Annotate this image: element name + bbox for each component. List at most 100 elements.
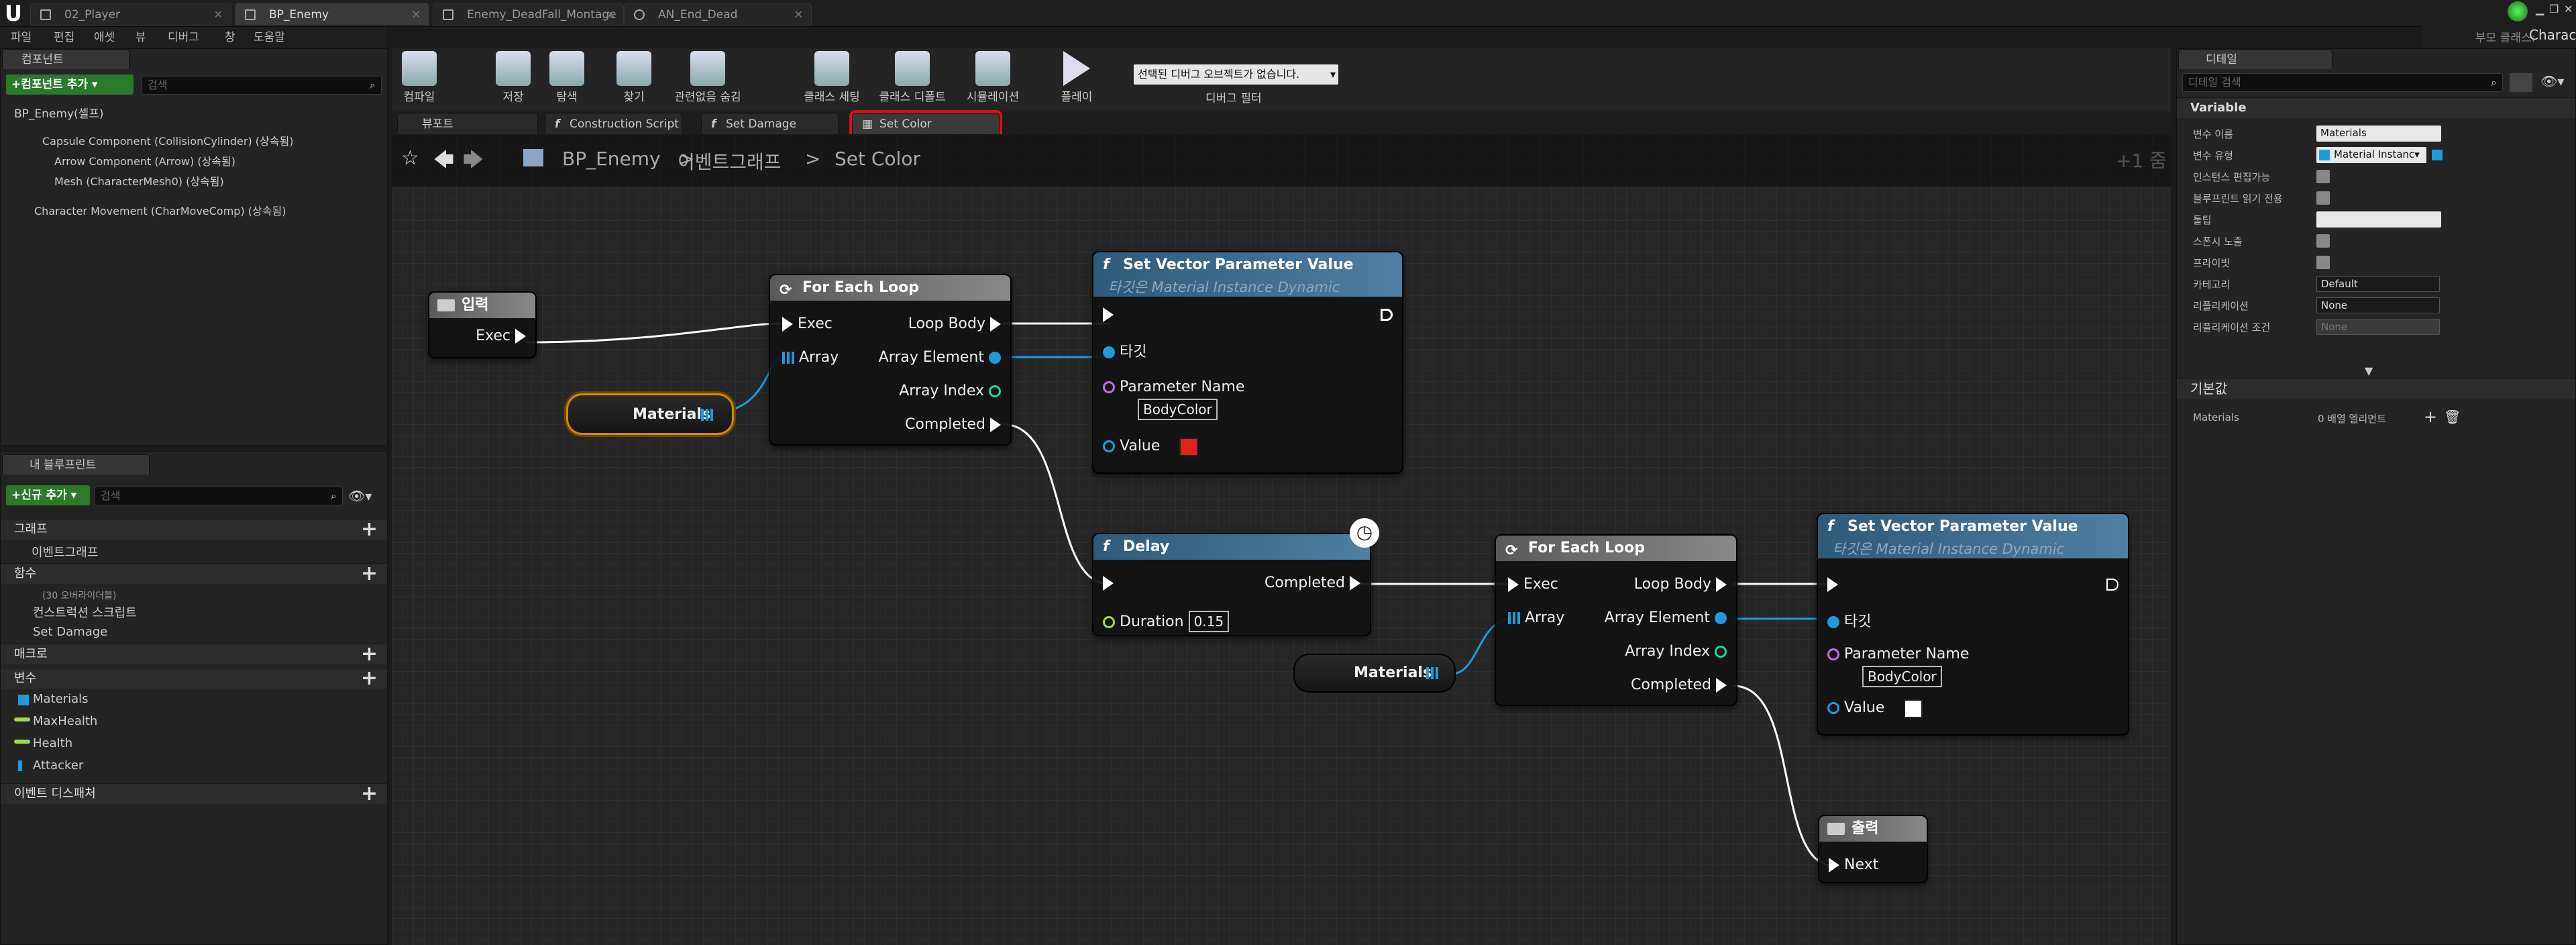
array-index-pin[interactable]: Array Index (1625, 643, 1727, 660)
add-element-icon[interactable]: + (2424, 407, 2438, 426)
add-component-button[interactable]: +컴포넌트 추가 ▾ (6, 74, 133, 95)
blueprint-search-input[interactable]: 검색⌕ (95, 487, 343, 505)
completed-pin[interactable]: Completed (1265, 575, 1360, 591)
variable-section[interactable]: Variable (2177, 97, 2575, 118)
close-icon[interactable]: ✕ (411, 8, 421, 21)
minimize-icon[interactable]: ▁ (2536, 3, 2544, 15)
class-settings-button[interactable]: 클래스 세팅 (792, 51, 872, 104)
exec-input-pin[interactable] (1103, 306, 1114, 323)
detail-dropdown[interactable]: Default (2316, 276, 2440, 292)
function-set-damage[interactable]: Set Damage (33, 625, 108, 639)
detail-checkbox[interactable] (2316, 191, 2330, 205)
array-pin-icon[interactable] (701, 409, 713, 421)
target-pin[interactable]: 타깃 (1827, 609, 1871, 631)
materials-variable-node[interactable]: Materials (1293, 654, 1456, 693)
exec-output-pin[interactable]: Exec (476, 328, 526, 344)
category-event-dispatchers[interactable]: 이벤트 디스패처+ (1, 783, 387, 804)
exec-input-pin[interactable]: Exec (782, 315, 833, 332)
class-defaults-button[interactable]: 클래스 디폴트 (872, 51, 953, 104)
component-item-movement[interactable]: Character Movement (CharMoveComp) (상속됨) (34, 205, 286, 217)
parameter-name-input[interactable]: BodyColor (1862, 666, 1942, 687)
color-swatch[interactable] (1179, 438, 1198, 456)
close-icon[interactable]: ✕ (606, 8, 615, 21)
simulation-button[interactable]: 시뮬레이션 (953, 51, 1033, 104)
function-construction-script[interactable]: 컨스트럭션 스크립트 (33, 606, 137, 620)
doc-tab-an-end-dead[interactable]: AN_End_Dead✕ (624, 3, 812, 26)
output-node[interactable]: 출력 Next (1818, 815, 1928, 883)
category-functions[interactable]: 함수+ (1, 563, 387, 584)
value-pin[interactable]: Value (1103, 438, 1160, 454)
close-icon[interactable]: ✕ (794, 8, 803, 21)
loop-body-pin[interactable]: Loop Body (1634, 576, 1727, 593)
play-button[interactable]: 플레이 (1050, 51, 1104, 104)
expand-advanced-icon[interactable]: ▼ (2365, 364, 2373, 377)
default-value-section[interactable]: 기본값 (2177, 378, 2575, 399)
category-graphs[interactable]: 그래프+ (1, 519, 387, 540)
my-blueprint-tab[interactable]: 내 블루프린트 (2, 454, 150, 475)
breadcrumb-root[interactable]: BP_Enemy (562, 148, 661, 170)
close-window-icon[interactable]: ✕ (2564, 3, 2573, 15)
component-item-capsule[interactable]: Capsule Component (CollisionCylinder) (상… (42, 135, 294, 148)
trash-icon[interactable]: 🗑 (2444, 409, 2461, 425)
doc-tab-bp-enemy[interactable]: BP_Enemy✕ (235, 3, 429, 26)
array-input-pin[interactable]: Array (782, 349, 839, 366)
array-pin-icon[interactable] (1426, 667, 1438, 679)
event-graph-item[interactable]: 이벤트그래프 (32, 546, 99, 560)
variable-maxhealth[interactable]: MaxHealth (33, 714, 98, 728)
component-root[interactable]: BP_Enemy(셀프) (14, 107, 104, 121)
breadcrumb-event-graph[interactable]: 이벤트그래프 (678, 151, 782, 173)
parent-class-link[interactable]: Character (2529, 27, 2576, 43)
details-tab[interactable]: 디테일 (2178, 49, 2332, 69)
menu-edit[interactable]: 편집 (54, 31, 75, 44)
source-control-icon[interactable] (2508, 1, 2528, 21)
exec-input-pin[interactable]: Exec (1508, 576, 1558, 593)
detail-dropdown[interactable]: None (2316, 297, 2440, 313)
detail-checkbox[interactable] (2316, 170, 2330, 183)
component-item-arrow[interactable]: Arrow Component (Arrow) (상속됨) (54, 155, 235, 168)
component-item-mesh[interactable]: Mesh (CharacterMesh0) (상속됨) (54, 175, 224, 188)
for-each-loop-node-2[interactable]: ⟳For Each Loop Exec Array Loop Body Arra… (1495, 534, 1737, 706)
detail-text-input[interactable]: Materials (2316, 126, 2441, 142)
color-swatch[interactable] (1904, 699, 1923, 718)
target-pin[interactable]: 타깃 (1103, 340, 1146, 361)
menu-view[interactable]: 뷰 (136, 31, 146, 44)
array-input-pin[interactable]: Array (1508, 609, 1564, 626)
add-variable-icon[interactable]: + (360, 666, 378, 690)
find-button[interactable]: 찾기 (610, 51, 657, 104)
materials-variable-node[interactable]: Materials (566, 393, 734, 435)
menu-window[interactable]: 창 (225, 31, 235, 44)
menu-asset[interactable]: 애셋 (94, 31, 115, 44)
array-index-pin[interactable]: Array Index (899, 383, 1001, 399)
menu-help[interactable]: 도움말 (254, 31, 285, 44)
menu-file[interactable]: 파일 (11, 31, 32, 44)
doc-tab-player[interactable]: 02_Player✕ (30, 3, 231, 26)
detail-checkbox[interactable] (2316, 234, 2330, 248)
duration-input[interactable]: 0.15 (1188, 611, 1230, 632)
detail-checkbox[interactable] (2316, 256, 2330, 269)
next-pin[interactable]: Next (1829, 856, 1878, 873)
container-type-icon[interactable] (2432, 150, 2443, 160)
variable-materials[interactable]: Materials (33, 692, 89, 706)
variable-type-dropdown[interactable]: Material Instanc▾ (2316, 147, 2426, 163)
grid-view-icon[interactable] (2510, 73, 2532, 92)
details-search-input[interactable]: 디테일 검색⌕ (2182, 73, 2503, 92)
view-options-icon[interactable]: 👁▾ (348, 488, 372, 504)
favorite-star-icon[interactable]: ☆ (401, 146, 419, 170)
array-element-pin[interactable]: Array Element (879, 349, 1001, 366)
completed-pin[interactable]: Completed (905, 416, 1001, 433)
completed-pin[interactable]: Completed (1631, 677, 1727, 693)
exec-input-pin[interactable] (1827, 576, 1838, 593)
back-arrow-icon[interactable]: 🡄 (433, 148, 454, 172)
breadcrumb-current[interactable]: Set Color (835, 148, 920, 170)
graph-canvas[interactable]: ☆ 🡄 🡆 BP_Enemy > 이벤트그래프 > Set Color +1 줌… (392, 134, 2171, 945)
add-macro-icon[interactable]: + (360, 642, 378, 666)
doc-tab-montage[interactable]: Enemy_DeadFall_Montage✕ (433, 3, 624, 26)
add-new-button[interactable]: +신규 추가 ▾ (6, 485, 90, 505)
tab-set-color[interactable]: ▦Set Color (849, 110, 1002, 137)
compile-button[interactable]: 컴파일 (396, 51, 443, 104)
browse-button[interactable]: 탐색 (543, 51, 590, 104)
components-search-input[interactable]: 검색⌕ (142, 76, 382, 95)
